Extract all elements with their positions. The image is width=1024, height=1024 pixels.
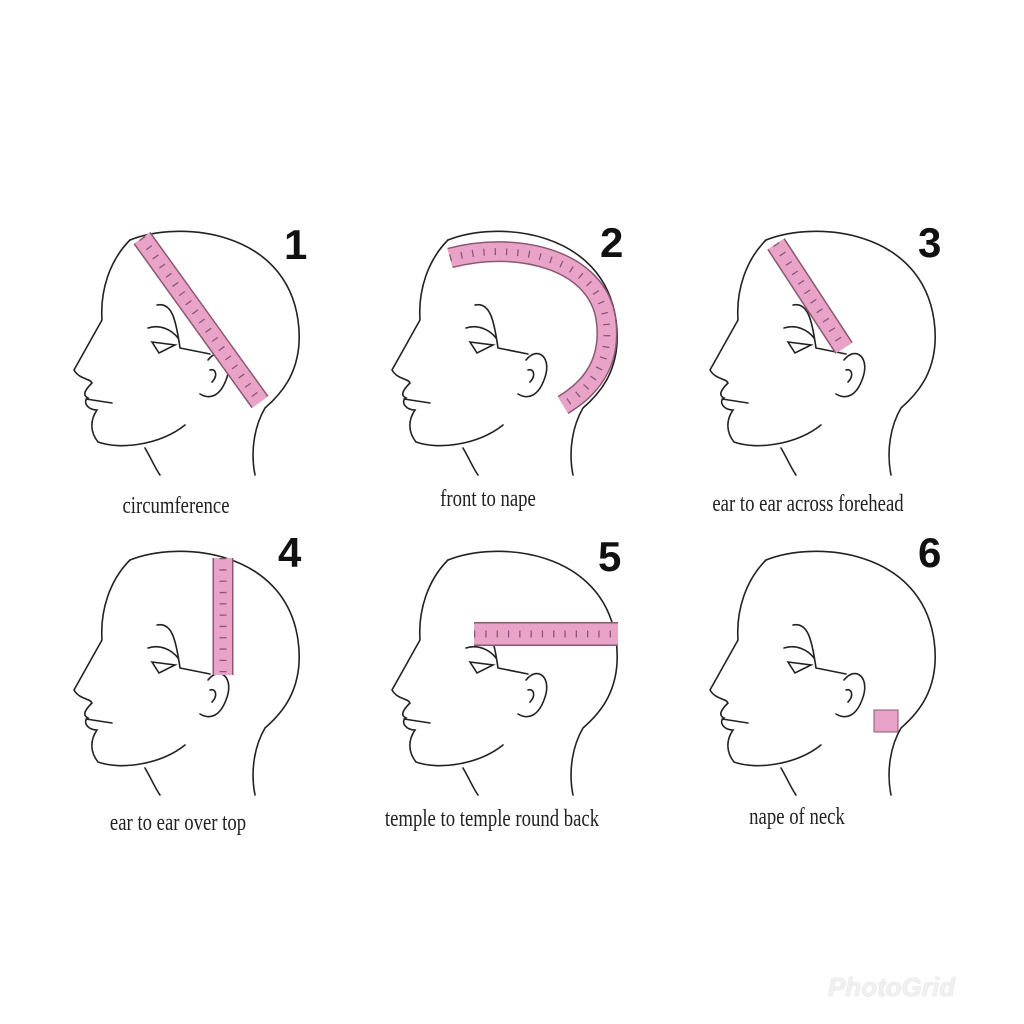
step-label: nape of neck (749, 804, 845, 830)
ear-to-ear-forehead-illustration (709, 230, 937, 476)
step-label: front to nape (440, 486, 536, 512)
step-1-panel (60, 220, 360, 520)
nape-of-neck-illustration (709, 550, 937, 796)
step-label: temple to temple round back (384, 806, 600, 832)
step-number: 2 (600, 219, 624, 266)
step-number: 3 (918, 219, 942, 266)
step-2-panel (378, 220, 678, 520)
front-to-nape-illustration (391, 230, 619, 476)
photogrid-watermark: PhotoGrid (828, 972, 956, 1002)
step-label: circumference (122, 493, 230, 519)
step-number: 4 (278, 529, 302, 576)
step-3-panel (696, 220, 996, 520)
step-number: 1 (284, 221, 308, 268)
step-5-panel (378, 540, 678, 840)
step-label: ear to ear across forehead (712, 491, 904, 517)
step-label: ear to ear over top (109, 810, 247, 836)
step-6-panel (696, 540, 996, 840)
step-number: 6 (918, 529, 942, 576)
head-circumference-illustration (73, 230, 301, 476)
ear-to-ear-over-top-illustration (73, 550, 301, 796)
step-4-panel (60, 540, 360, 840)
step-number: 5 (598, 533, 622, 580)
temple-to-temple-illustration (391, 550, 619, 796)
